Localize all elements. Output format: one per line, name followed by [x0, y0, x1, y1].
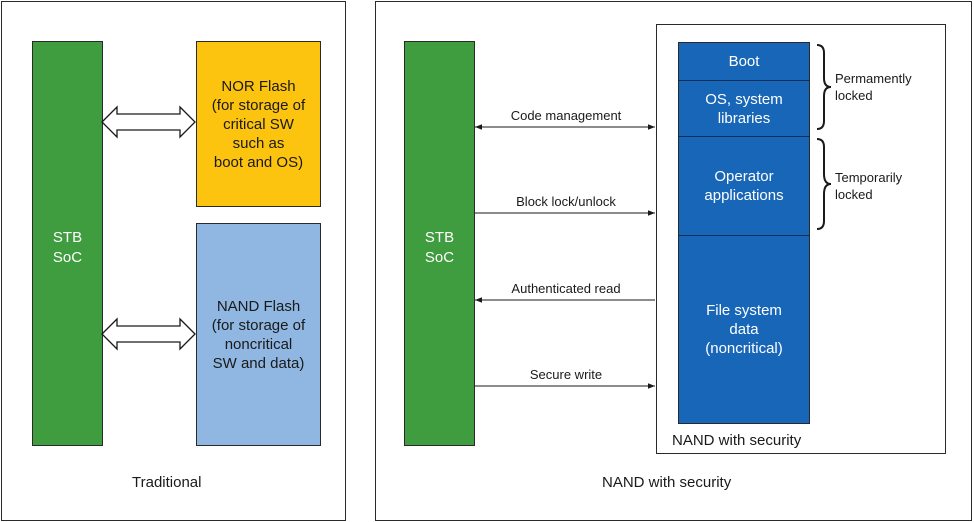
segment-operator-label: Operator applications [704, 168, 784, 204]
traditional-soc-label: STB SoC [52, 229, 83, 266]
nand-container-label: NAND with security [672, 432, 802, 449]
secure-stb-soc: STB SoC [404, 41, 475, 446]
arrow-label-block-lock: Block lock/unlock [516, 194, 616, 209]
segment-filesystem-label: File system data (noncritical) [705, 302, 783, 357]
segment-boot-label: Boot [728, 53, 760, 70]
nand-flash-box: NAND Flash (for storage of noncritical S… [196, 223, 321, 446]
brace-permanent [816, 44, 832, 130]
traditional-caption: Traditional [132, 474, 202, 491]
secure-caption: NAND with security [602, 474, 732, 491]
nand-security-container: Boot OS, system libraries Operator appli… [656, 24, 946, 454]
nand-segment-stack: Boot OS, system libraries Operator appli… [678, 42, 810, 424]
traditional-stb-soc: STB SoC [32, 41, 103, 446]
nor-flash-box: NOR Flash (for storage of critical SW su… [196, 41, 321, 207]
arrow-label-code-management: Code management [510, 108, 622, 123]
segment-os-label: OS, system libraries [705, 90, 783, 127]
nor-flash-label: NOR Flash (for storage of critical SW su… [211, 77, 306, 171]
brace-temporary [816, 138, 832, 230]
bracket-label-temporary: Temporarily locked [835, 170, 903, 202]
segment-operator: Operator applications [679, 137, 809, 236]
segment-filesystem: File system data (noncritical) [679, 236, 809, 423]
secure-panel: STB SoC Boot OS, system libraries Operat… [375, 1, 972, 521]
bracket-label-permanent: Permamently locked [835, 71, 912, 103]
segment-boot: Boot [679, 43, 809, 81]
double-arrow-soc-nand [101, 317, 196, 351]
traditional-panel: STB SoC NOR Flash (for storage of critic… [1, 1, 346, 521]
secure-soc-label: STB SoC [424, 229, 455, 266]
nand-flash-label: NAND Flash (for storage of noncritical S… [211, 297, 306, 372]
segment-os: OS, system libraries [679, 81, 809, 137]
double-arrow-soc-nor [101, 105, 196, 139]
arrow-label-authenticated-read: Authenticated read [511, 281, 621, 296]
arrow-label-secure-write: Secure write [529, 367, 603, 382]
